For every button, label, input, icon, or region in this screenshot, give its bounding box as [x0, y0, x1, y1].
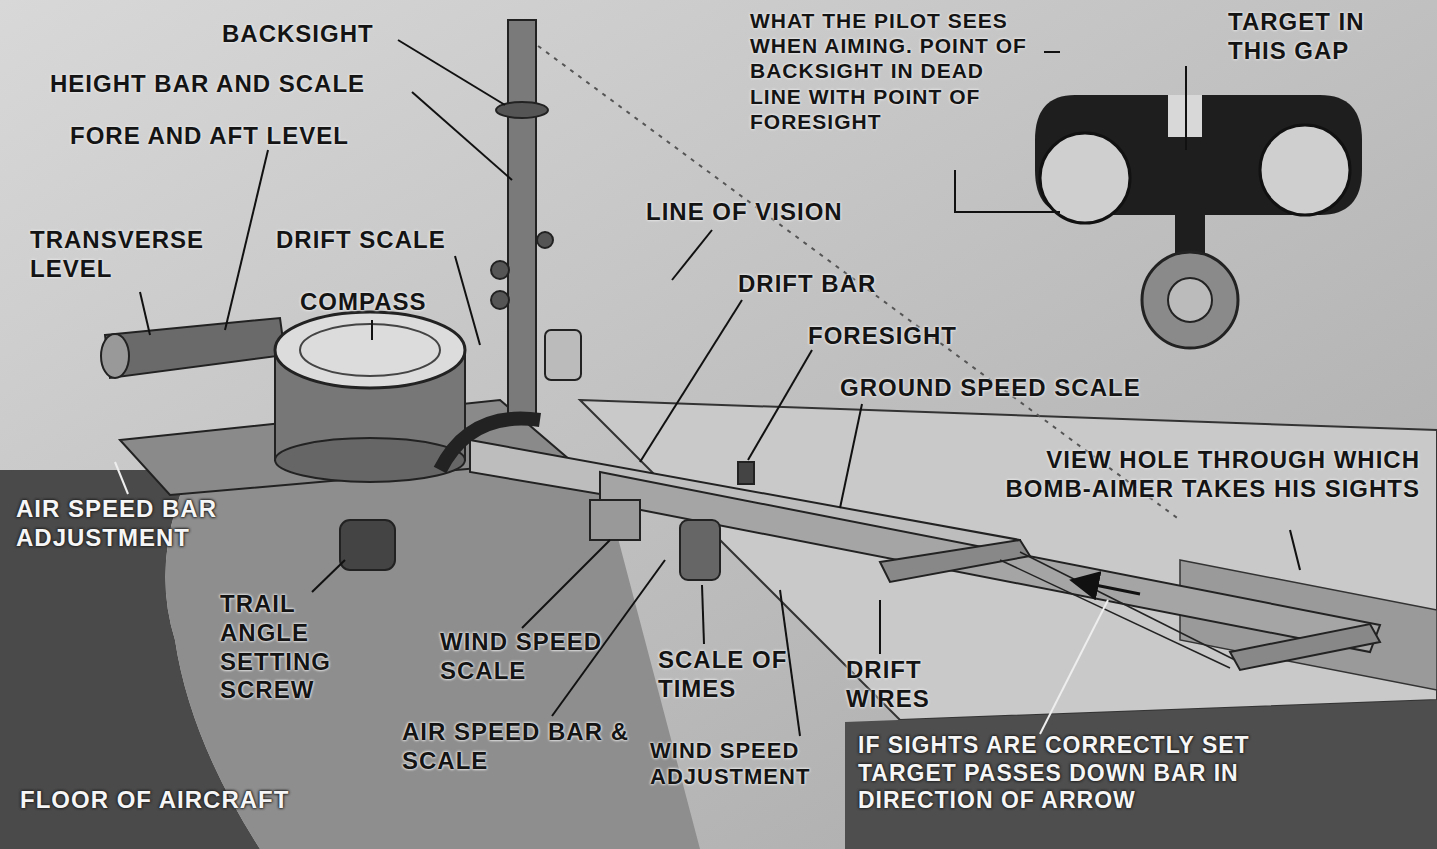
leader-line	[702, 585, 704, 644]
crossbar	[880, 540, 1030, 582]
part-label: HEIGHT BAR AND SCALE	[50, 70, 420, 99]
knob	[491, 291, 509, 309]
compass-face	[275, 312, 465, 388]
leader-line	[748, 350, 812, 460]
bottle	[545, 330, 581, 380]
part-label: AIR SPEED BAR ADJUSTMENT	[16, 495, 266, 553]
aircraft-floor	[845, 700, 1437, 849]
part-label: WHAT THE PILOT SEES WHEN AIMING. POINT O…	[750, 8, 1040, 134]
leader-line	[398, 40, 505, 105]
compass-base	[275, 438, 465, 482]
floor-plate	[580, 400, 1437, 720]
leader-line	[140, 292, 150, 335]
part-label: TARGET IN THIS GAP	[1228, 8, 1408, 66]
part-label: GROUND SPEED SCALE	[840, 374, 1180, 403]
leader-line	[1290, 530, 1300, 570]
part-label: IF SIGHTS ARE CORRECTLY SET TARGET PASSE…	[858, 732, 1258, 815]
drum	[680, 520, 720, 580]
part-label: FORE AND AFT LEVEL	[70, 122, 410, 151]
knob	[491, 261, 509, 279]
drift-wire	[1020, 552, 1235, 660]
leader-line	[115, 462, 128, 494]
compass-ring	[300, 324, 440, 376]
knob	[537, 232, 553, 248]
sight-stem	[1175, 215, 1205, 255]
part-label: DRIFT WIRES	[846, 656, 976, 714]
part-label: COMPASS	[300, 288, 460, 317]
leader-line	[879, 600, 881, 654]
drift-wire	[1000, 560, 1230, 668]
part-label: WIND SPEED ADJUSTMENT	[650, 738, 850, 791]
part-label: DRIFT SCALE	[276, 226, 476, 255]
leader-line	[955, 170, 1060, 212]
leader-line	[522, 540, 610, 628]
sight-knob	[1168, 278, 1212, 322]
level-end	[101, 334, 129, 378]
part-label: LINE OF VISION	[646, 198, 886, 227]
leader-line	[840, 404, 862, 508]
leader-line	[1040, 600, 1108, 734]
sight-lens	[1260, 125, 1350, 215]
foresight	[738, 462, 754, 484]
part-label: AIR SPEED BAR & SCALE	[402, 718, 632, 776]
part-label: DRIFT BAR	[738, 270, 918, 299]
part-label: TRANSVERSE LEVEL	[30, 226, 215, 284]
level-tube	[105, 318, 285, 378]
leader-line	[455, 256, 480, 345]
leader-line	[371, 320, 373, 340]
block	[590, 500, 640, 540]
part-label: WIND SPEED SCALE	[440, 628, 640, 686]
leader-line	[412, 92, 512, 180]
sight-lens	[1040, 133, 1130, 223]
height-bar	[508, 20, 536, 420]
leader-line	[312, 560, 345, 592]
leader-line	[672, 230, 712, 280]
part-label: BACKSIGHT	[222, 20, 412, 49]
leader-line	[1044, 51, 1060, 53]
part-label: FLOOR OF AIRCRAFT	[20, 786, 360, 815]
direction-arrow	[1075, 581, 1140, 594]
screw-housing	[340, 520, 395, 570]
part-label: TRAIL ANGLE SETTING SCREW	[220, 590, 380, 705]
leader-line	[640, 300, 742, 462]
part-label: SCALE OF TIMES	[658, 646, 808, 704]
part-label: FORESIGHT	[808, 322, 1008, 351]
leader-line	[225, 150, 268, 330]
crossbar	[1230, 624, 1380, 670]
leader-line	[1185, 66, 1187, 150]
sight-knob	[1142, 252, 1238, 348]
part-label: VIEW HOLE THROUGH WHICH BOMB-AIMER TAKES…	[1000, 446, 1420, 504]
